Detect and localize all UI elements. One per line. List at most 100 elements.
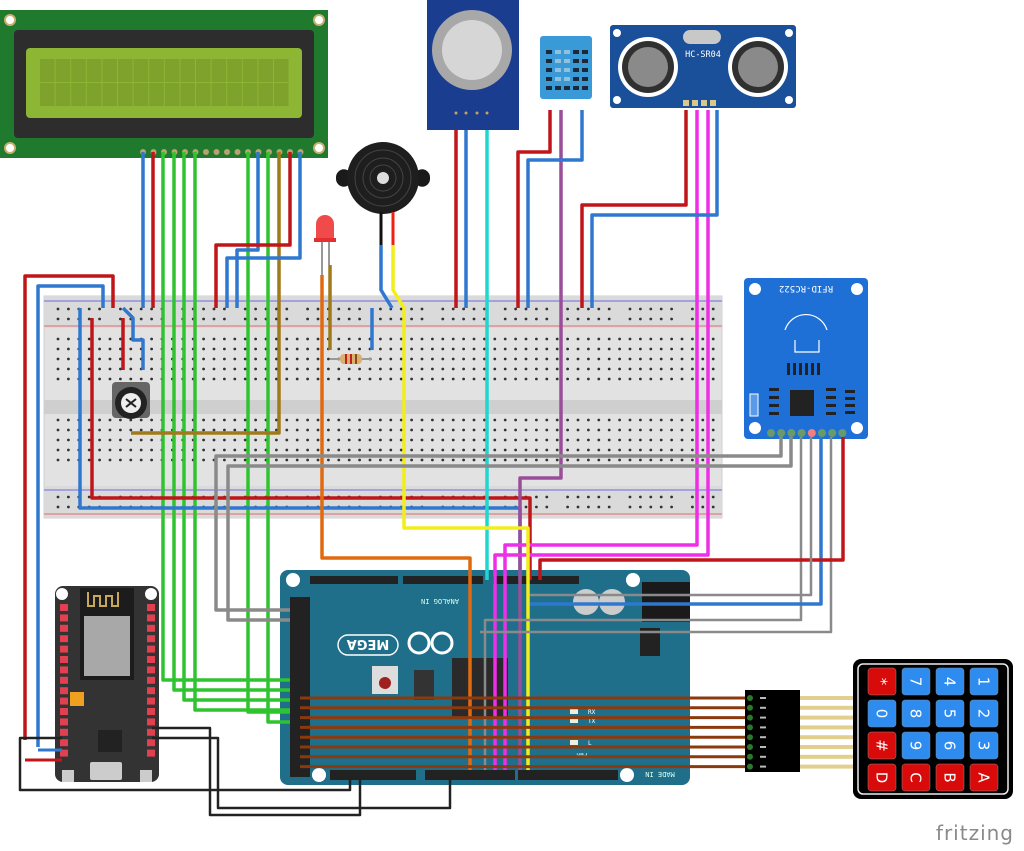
wire [235, 152, 260, 308]
wire [172, 152, 290, 692]
l-label: L [588, 740, 592, 747]
lcd-cell [40, 59, 55, 82]
lcd-character-grid [40, 59, 289, 106]
potentiometer[interactable] [112, 382, 150, 419]
wire [530, 437, 823, 606]
lcd-cell [258, 83, 273, 106]
nodemcu-pin [147, 739, 155, 747]
wire [590, 110, 719, 308]
keypad-key [969, 731, 999, 760]
rfid-reader[interactable]: RFID-RC522 [744, 278, 868, 439]
nodemcu-pin [60, 739, 68, 747]
wire [90, 318, 532, 580]
lcd-cell [258, 59, 273, 82]
lcd-cell [118, 59, 133, 82]
red-led[interactable] [314, 215, 336, 275]
rfid-pin [818, 429, 826, 437]
keypad-key-label: D [873, 772, 891, 784]
keypad-key [969, 763, 999, 792]
keypad-key-label: C [907, 772, 925, 782]
keypad-key-label: # [873, 739, 891, 752]
lcd-cell [86, 83, 102, 106]
rx-label: RX [588, 709, 596, 716]
nodemcu-pin [147, 718, 155, 726]
lcd-cell [55, 83, 71, 106]
hcsr04-pin [701, 100, 707, 106]
lcd-cell [118, 83, 133, 106]
lcd-cell [274, 83, 289, 106]
nodemcu-pin [60, 687, 68, 695]
fritzing-watermark: fritzing [935, 821, 1014, 845]
keypad-ribbon [747, 695, 853, 770]
wire [23, 274, 115, 740]
keypad-key-label: 0 [873, 709, 891, 719]
nodemcu-pin [147, 614, 155, 622]
lcd-cell [102, 59, 117, 82]
nodemcu-pin [147, 728, 155, 736]
keypad-key [867, 699, 897, 728]
lcd-cell [274, 59, 289, 82]
lcd-pin [234, 149, 241, 155]
rfid-pin [777, 429, 786, 437]
rfid-smd-parts [749, 363, 855, 437]
wire [193, 152, 290, 712]
dht11-sensor[interactable] [540, 36, 592, 99]
lcd-cell [242, 59, 258, 82]
nodemcu-pin [60, 635, 68, 643]
lcd-cell [242, 83, 258, 106]
wire [526, 110, 584, 308]
wire [480, 437, 833, 634]
rfid-pin [807, 429, 816, 437]
resistor[interactable] [330, 354, 372, 364]
analog-in-label: ANALOG IN [421, 597, 459, 605]
mega-logo: MEGA [347, 636, 390, 651]
made-in-label: MADE IN [645, 770, 675, 778]
keypad-key [969, 699, 999, 728]
wire [580, 110, 688, 308]
wire [493, 110, 710, 770]
nodemcu-pin [147, 635, 155, 643]
lcd-cell [196, 59, 211, 82]
tx-label: TX [588, 718, 596, 725]
hcsr04-pins [683, 100, 716, 106]
nodemcu-pin [60, 614, 68, 622]
lcd-cell [164, 83, 180, 106]
nodemcu-pin [60, 604, 68, 611]
keypad-key [901, 699, 931, 728]
wires [18, 110, 845, 817]
lcd-display[interactable] [0, 10, 328, 158]
nodemcu-pin [147, 687, 155, 695]
wire [266, 152, 290, 724]
wire [391, 245, 530, 770]
nodemcu-pin [147, 604, 155, 611]
wire [518, 110, 563, 770]
ultrasonic-sensor[interactable]: HC-SR04 [610, 25, 796, 108]
wire [214, 152, 292, 308]
keypad-key [901, 763, 931, 792]
keypad-key-label: A [975, 772, 993, 783]
keypad-key-label: 7 [907, 677, 925, 687]
wire [530, 437, 813, 597]
keypad-key [935, 667, 965, 696]
lcd-cell [211, 83, 227, 106]
lcd-cell [164, 59, 180, 82]
keypad-key [969, 667, 999, 696]
lcd-cell [180, 59, 195, 82]
wire [214, 437, 783, 612]
nodemcu-pin [60, 708, 68, 715]
hcsr04-pin [683, 100, 689, 106]
keypad-key-label: 1 [975, 677, 993, 687]
pwm-label: PWM [576, 751, 587, 758]
nodemcu-pin [147, 708, 155, 715]
gas-sensor[interactable] [427, 0, 519, 130]
nodemcu-board[interactable] [55, 586, 159, 782]
breadboard[interactable] [43, 295, 723, 519]
wire [503, 110, 699, 770]
wire [36, 284, 105, 747]
lcd-cell [227, 59, 242, 82]
keypad-key-label: 9 [907, 741, 925, 751]
rfid-pin [767, 429, 775, 437]
piezo-buzzer[interactable] [335, 142, 431, 245]
